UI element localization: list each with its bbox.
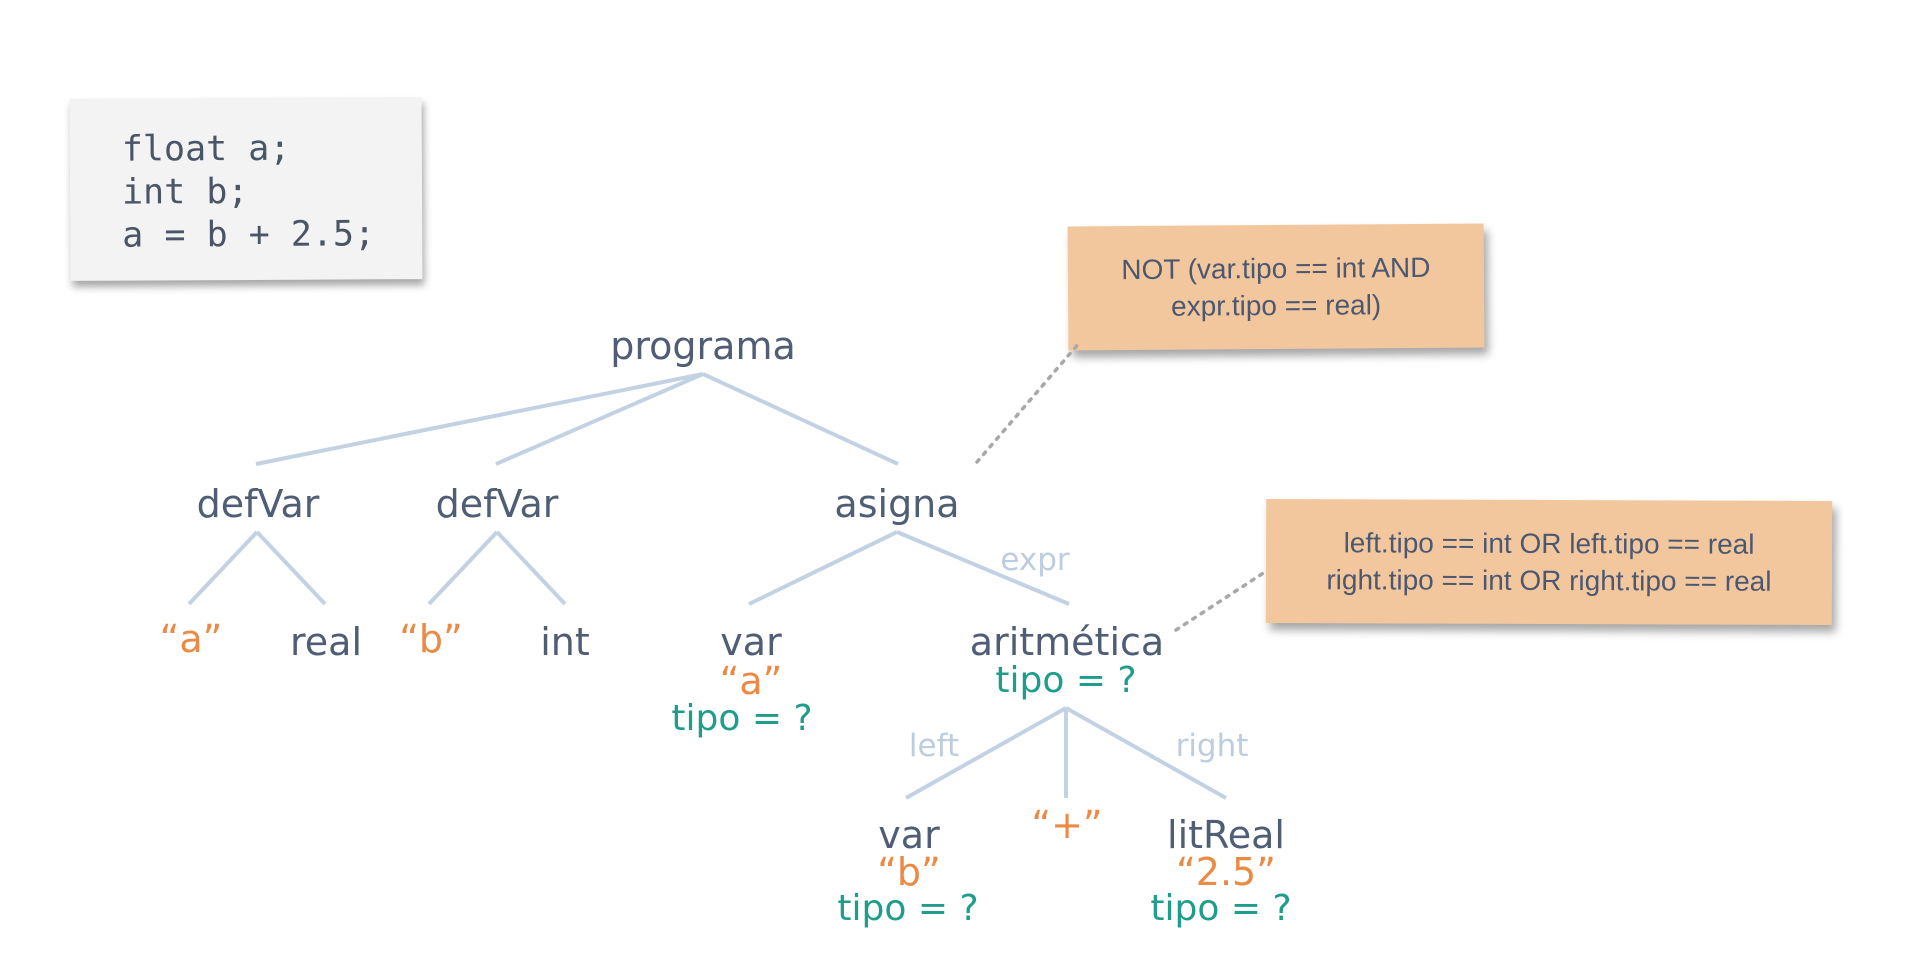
edge-asigna-var xyxy=(748,530,898,606)
node-defvar-1-name: “a” xyxy=(160,617,223,661)
node-var-a-name: “a” xyxy=(720,659,783,703)
edge-programa-asigna xyxy=(702,372,899,466)
edge-programa-defvar2 xyxy=(495,372,704,466)
edge-defvar1-type xyxy=(255,530,327,606)
node-defvar-1: defVar xyxy=(197,482,320,526)
node-aritmetica-tipo: tipo = ? xyxy=(995,660,1136,701)
node-operator: “+” xyxy=(1031,803,1102,847)
node-defvar-2-name: “b” xyxy=(399,617,463,661)
edge-label-left: left xyxy=(909,728,959,764)
edge-defvar2-type xyxy=(495,530,567,606)
node-var-b-tipo: tipo = ? xyxy=(837,888,978,929)
node-programa: programa xyxy=(610,324,796,368)
node-asigna: asigna xyxy=(834,482,959,526)
edge-label-expr: expr xyxy=(1000,542,1070,578)
edge-defvar2-name xyxy=(427,530,499,606)
node-aritmetica: aritmética xyxy=(970,620,1164,664)
edge-defvar1-name xyxy=(187,530,259,606)
node-var-b: var xyxy=(878,813,940,857)
node-litreal-tipo: tipo = ? xyxy=(1150,888,1291,929)
edge-label-right: right xyxy=(1176,728,1249,764)
edge-programa-defvar1 xyxy=(255,372,704,466)
node-var-b-name: “b” xyxy=(877,850,941,894)
node-litreal: litReal xyxy=(1167,813,1285,857)
node-var-a: var xyxy=(720,620,782,664)
node-var-a-tipo: tipo = ? xyxy=(671,698,812,739)
node-defvar-2-type: int xyxy=(540,620,590,664)
node-defvar-2: defVar xyxy=(436,482,559,526)
connector-note-asigna xyxy=(975,340,1082,464)
node-litreal-value: “2.5” xyxy=(1176,850,1276,894)
edge-aritmetica-right xyxy=(1065,706,1227,800)
node-defvar-1-type: real xyxy=(290,620,362,664)
connector-note-aritmetica xyxy=(1174,568,1270,632)
edge-aritmetica-left xyxy=(905,706,1067,800)
edge-asigna-aritmetica xyxy=(896,530,1070,606)
